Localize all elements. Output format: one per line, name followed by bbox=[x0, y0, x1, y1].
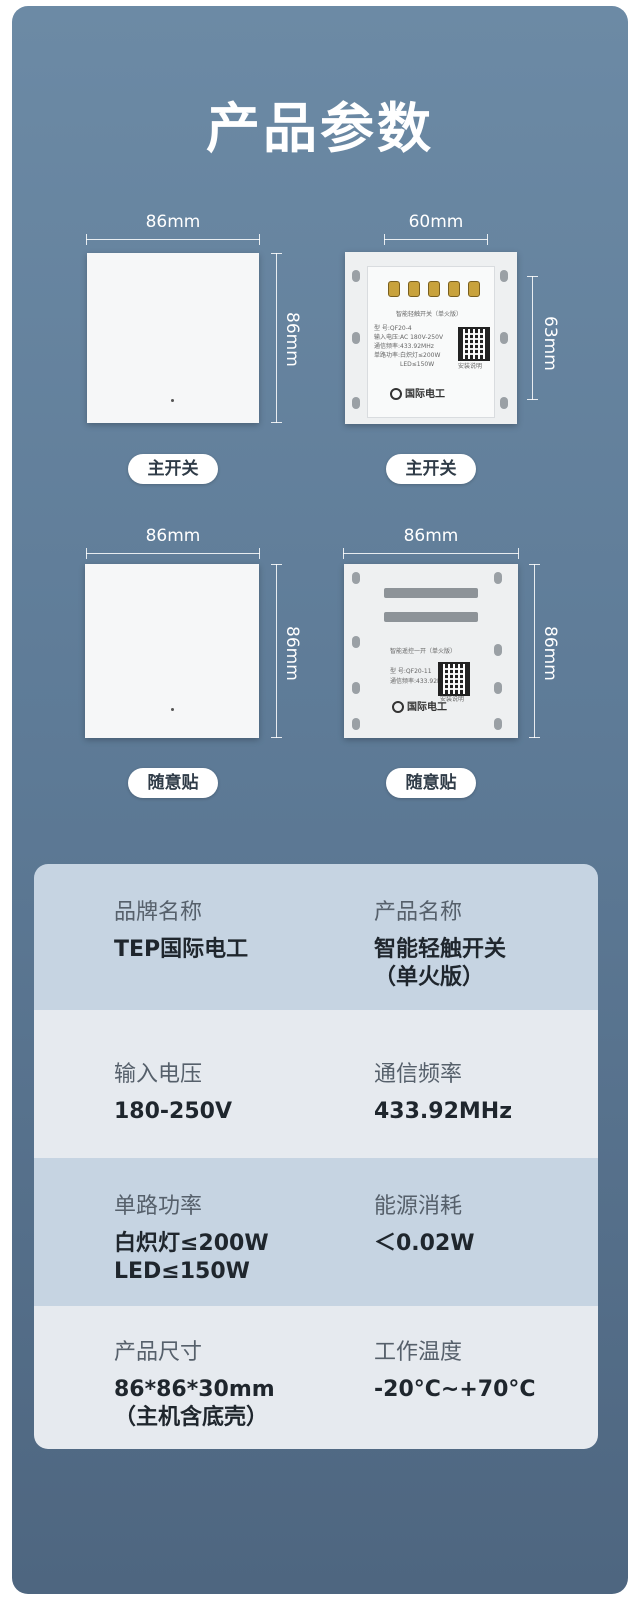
caption-sticker: 随意贴 bbox=[128, 768, 218, 798]
product-name-print: 智能遥控一开（单火版） bbox=[390, 648, 457, 655]
brand-logo: 国际电工 bbox=[390, 385, 445, 400]
indicator-dot bbox=[171, 399, 174, 402]
spec-row: 产品尺寸 86*86*30mm （主机含底壳） 工作温度 -20°C~+70°C bbox=[34, 1306, 598, 1449]
spec-value: 白炽灯≤200W LED≤150W bbox=[114, 1231, 269, 1284]
width-dimension-label: 86mm bbox=[145, 212, 201, 232]
wire-terminal bbox=[428, 281, 440, 297]
height-dimension-label: 63mm bbox=[540, 316, 560, 371]
height-dimension-label: 86mm bbox=[282, 312, 302, 367]
wire-terminal bbox=[448, 281, 460, 297]
sticker-back-panel: 智能遥控一开（单火版） 型 号:QF20-11 通信频率:433.92MHz 安… bbox=[344, 564, 518, 738]
spec-value: ＜0.02W bbox=[374, 1231, 475, 1256]
spec-label: 通信频率 bbox=[374, 1062, 463, 1087]
spec-row: 单路功率 白炽灯≤200W LED≤150W 能源消耗 ＜0.02W bbox=[34, 1158, 598, 1306]
width-dimension-label: 60mm bbox=[408, 212, 464, 232]
qr-code bbox=[458, 327, 490, 361]
caption-main-switch: 主开关 bbox=[128, 454, 218, 484]
width-dimension-line bbox=[384, 234, 488, 245]
width-dimension-label: 86mm bbox=[403, 526, 459, 546]
caption-main-switch: 主开关 bbox=[386, 454, 476, 484]
wire-terminal bbox=[408, 281, 420, 297]
height-dimension-line bbox=[271, 564, 282, 738]
switch-front-panel bbox=[87, 253, 259, 423]
spec-table: 品牌名称 TEP国际电工 产品名称 智能轻触开关 （单火版） 输入电压 180-… bbox=[34, 864, 598, 1449]
spec-label: 工作温度 bbox=[374, 1340, 463, 1365]
spec-label: 产品名称 bbox=[374, 900, 463, 925]
width-dimension-line bbox=[86, 548, 260, 559]
brand-logo: 国际电工 bbox=[392, 698, 447, 713]
mounting-slot bbox=[384, 588, 478, 598]
spec-label: 能源消耗 bbox=[374, 1194, 463, 1219]
mounting-slot bbox=[384, 612, 478, 622]
width-dimension-label: 86mm bbox=[145, 526, 201, 546]
indicator-dot bbox=[171, 708, 174, 711]
width-dimension-line bbox=[86, 234, 260, 245]
spec-label: 产品尺寸 bbox=[114, 1340, 203, 1365]
wire-terminal bbox=[388, 281, 400, 297]
product-name-print: 智能轻触开关（单火版） bbox=[396, 311, 463, 318]
height-dimension-line bbox=[527, 276, 538, 400]
sticker-front-panel bbox=[85, 564, 259, 738]
spec-label: 输入电压 bbox=[114, 1062, 203, 1087]
spec-value: -20°C~+70°C bbox=[374, 1377, 536, 1402]
height-dimension-label: 86mm bbox=[282, 626, 302, 681]
spec-row: 品牌名称 TEP国际电工 产品名称 智能轻触开关 （单火版） bbox=[34, 864, 598, 1010]
wire-terminal bbox=[468, 281, 480, 297]
caption-sticker: 随意贴 bbox=[386, 768, 476, 798]
page-title: 产品参数 bbox=[206, 97, 434, 160]
spec-value: 86*86*30mm （主机含底壳） bbox=[114, 1377, 275, 1430]
width-dimension-line bbox=[343, 548, 519, 559]
spec-value: TEP国际电工 bbox=[114, 937, 249, 962]
height-dimension-line bbox=[529, 564, 540, 738]
height-dimension-label: 86mm bbox=[540, 626, 560, 681]
spec-row: 输入电压 180-250V 通信频率 433.92MHz bbox=[34, 1010, 598, 1158]
spec-value: 智能轻触开关 （单火版） bbox=[374, 937, 507, 990]
back-module: 智能轻触开关（单火版） 型 号:QF20-4 输入电压:AC 180V-250V… bbox=[367, 266, 495, 418]
spec-value: 433.92MHz bbox=[374, 1099, 513, 1124]
spec-label: 单路功率 bbox=[114, 1194, 203, 1219]
product-parameters-page: 产品参数 86mm 86mm 主开关 60mm 智能轻触开关（单火版） 型 号:… bbox=[12, 6, 628, 1594]
spec-label: 品牌名称 bbox=[114, 900, 203, 925]
spec-value: 180-250V bbox=[114, 1099, 233, 1124]
qr-code bbox=[438, 662, 470, 696]
height-dimension-line bbox=[271, 253, 282, 423]
switch-back-panel: 智能轻触开关（单火版） 型 号:QF20-4 输入电压:AC 180V-250V… bbox=[345, 252, 517, 424]
